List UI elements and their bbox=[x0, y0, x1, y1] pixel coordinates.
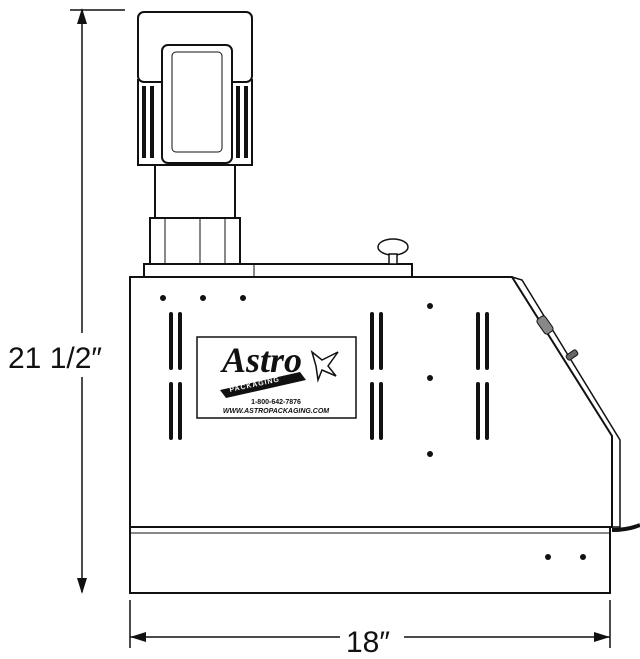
slope-knob-upper bbox=[536, 315, 554, 335]
width-arrow-left bbox=[130, 632, 146, 642]
height-dimension bbox=[70, 8, 125, 594]
handle-knob bbox=[377, 238, 409, 256]
width-label-mask bbox=[340, 620, 404, 658]
motor-coupler bbox=[149, 217, 241, 265]
star-logo-icon bbox=[310, 349, 339, 383]
width-arrow-right bbox=[594, 632, 610, 642]
housing-screws bbox=[160, 295, 586, 560]
power-cable bbox=[611, 523, 640, 532]
height-label-mask bbox=[6, 333, 130, 377]
machine-base bbox=[129, 526, 611, 594]
height-arrow-top bbox=[77, 8, 87, 24]
motor-fins bbox=[142, 86, 248, 158]
vent-slots bbox=[169, 312, 489, 440]
handle-stem bbox=[388, 253, 398, 265]
housing-side-edge bbox=[511, 276, 621, 528]
top-plate bbox=[143, 263, 413, 278]
machine-body bbox=[129, 263, 640, 594]
label-phone: 1-800-642-7876 bbox=[251, 399, 301, 406]
brand-logo-text: Astro bbox=[220, 340, 302, 380]
width-label: 18″ bbox=[346, 626, 390, 659]
height-label: 21 1/2″ bbox=[8, 342, 102, 375]
product-label: Astro PACKAGING 1-800-642-7876 WWW.ASTRO… bbox=[196, 336, 357, 419]
height-arrow-bottom bbox=[77, 578, 87, 594]
top-handle bbox=[377, 238, 409, 265]
label-website: WWW.ASTROPACKAGING.COM bbox=[223, 408, 329, 415]
motor-assembly bbox=[137, 11, 253, 265]
sub-brand-ribbon bbox=[220, 372, 306, 398]
motor-window-inner bbox=[171, 51, 223, 153]
motor-flange bbox=[154, 164, 236, 219]
slope-knob-lower bbox=[565, 349, 579, 361]
